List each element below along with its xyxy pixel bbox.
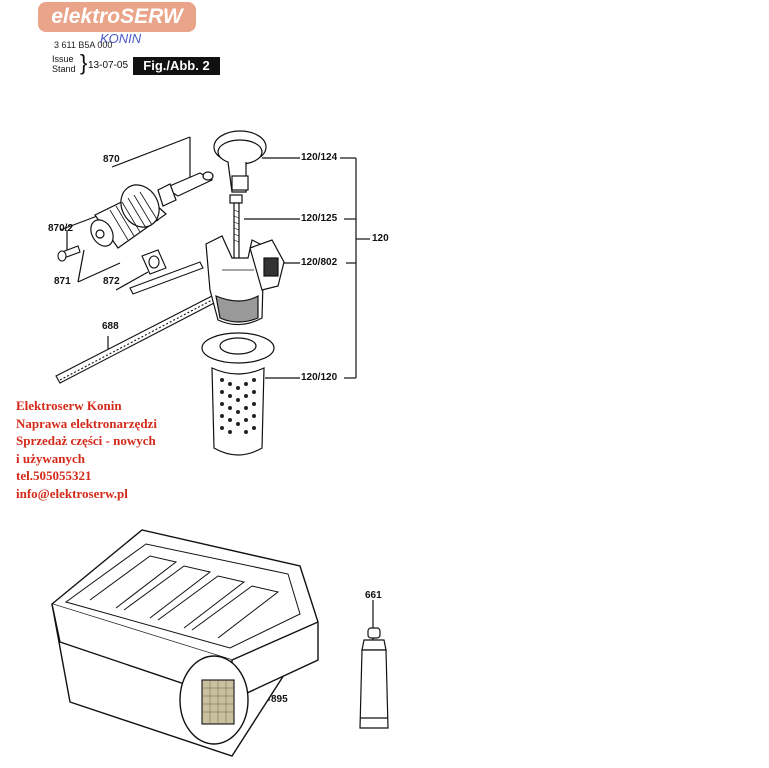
depth-stop-rod (55, 295, 217, 384)
drill-chuck (90, 184, 167, 249)
part-label-688: 688 (102, 321, 119, 332)
part-label-870: 870 (103, 154, 120, 165)
part-label-870-2: 870/2 (48, 223, 74, 234)
document-number: 3 611 B5A 000 (54, 40, 113, 50)
part-label-895: 895 (271, 694, 288, 705)
side-handle-grip (201, 332, 275, 456)
contact-sales-cont: i używanych (16, 450, 85, 466)
contact-sales: Sprzedaż części - nowych (16, 433, 156, 449)
issue-stand-label: Issue Stand (52, 54, 76, 74)
chuck-screw (57, 245, 81, 262)
case-insert (201, 679, 235, 725)
part-label-120-120: 120/120 (301, 372, 338, 383)
part-label-120: 120 (372, 233, 389, 244)
contact-info: Elektroserw Konin Naprawa elektronarzędz… (16, 397, 157, 503)
part-label-120-125: 120/125 (301, 213, 338, 224)
leader-871 (77, 262, 121, 283)
part-label-871: 871 (54, 276, 71, 287)
brand-logo: elektroSERW (38, 2, 196, 32)
brand-logo-subtitle: KONIN (100, 31, 142, 46)
leader-872 (115, 271, 149, 291)
side-handle-clamp (205, 235, 285, 326)
adaptor-shank (157, 171, 214, 207)
chuck-key (129, 249, 204, 295)
brace-icon: } (80, 50, 88, 75)
contact-service: Naprawa elektronarzędzi (16, 415, 157, 431)
contact-company: Elektroserw Konin (16, 398, 122, 413)
leader-870 (111, 136, 191, 168)
figure-label: Fig./Abb. 2 (133, 57, 220, 75)
part-label-872: 872 (103, 276, 120, 287)
part-label-120-124: 120/124 (301, 152, 338, 163)
part-label-661: 661 (365, 590, 382, 601)
contact-phone[interactable]: tel.505055321 (16, 468, 92, 484)
contact-email-link[interactable]: info@elektroserw.pl (16, 485, 128, 501)
grease-tube (359, 627, 389, 729)
part-label-120-802: 120/802 (301, 257, 338, 268)
clamp-bolt (229, 194, 243, 264)
clamp-band (213, 130, 267, 193)
carrying-case (51, 529, 319, 757)
issue-date: 13-07-05 (88, 60, 129, 71)
